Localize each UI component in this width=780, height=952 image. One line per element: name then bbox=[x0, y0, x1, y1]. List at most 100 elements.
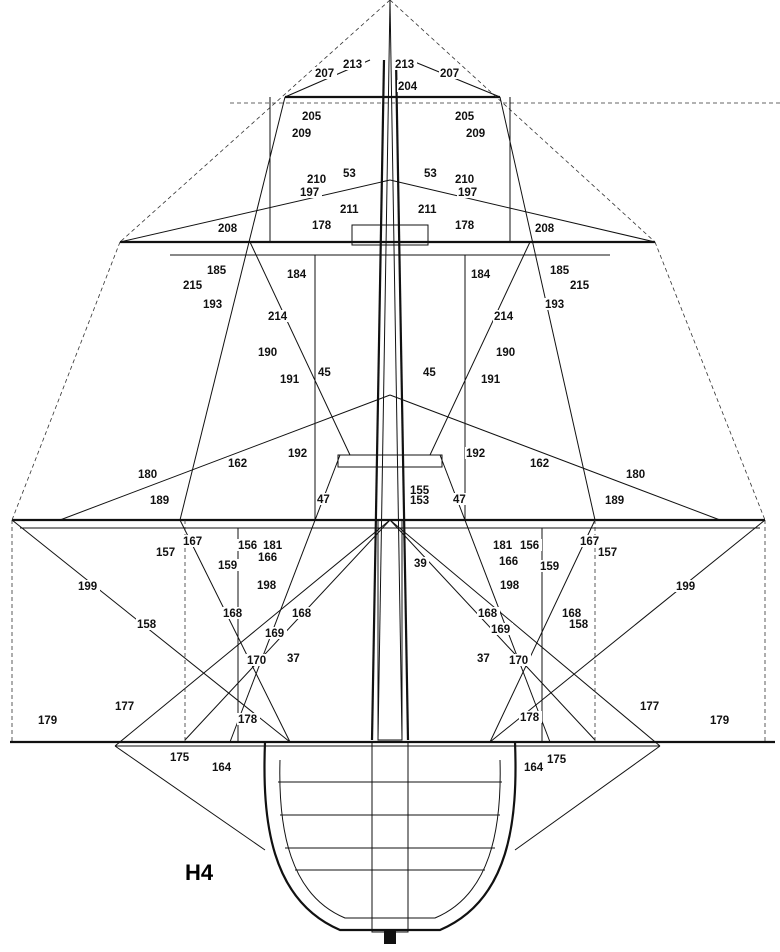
callout-label-bg bbox=[476, 652, 492, 664]
callout-label-bg bbox=[539, 560, 562, 572]
callout-label: 169 bbox=[265, 628, 284, 640]
callout-label-bg bbox=[454, 219, 477, 231]
callout-label-bg bbox=[490, 623, 513, 635]
callout-label-bg bbox=[409, 484, 432, 496]
callout-label: 190 bbox=[496, 347, 515, 359]
callout-label-bg bbox=[523, 761, 546, 773]
callout-label: 215 bbox=[183, 280, 203, 292]
callout-label: 166 bbox=[499, 556, 518, 568]
callout-label-bg bbox=[262, 539, 285, 551]
callout-label-bg bbox=[217, 222, 240, 234]
callout-label-bg bbox=[286, 652, 302, 664]
callout-label-bg bbox=[493, 310, 516, 322]
callout-label: 167 bbox=[580, 536, 599, 548]
callout-label: 199 bbox=[676, 581, 695, 593]
callout-label: 177 bbox=[115, 701, 134, 713]
callout-label: 197 bbox=[300, 187, 319, 199]
callout-label: 47 bbox=[317, 494, 330, 506]
callout-label-bg bbox=[492, 539, 515, 551]
callout-label: 156 bbox=[238, 540, 257, 552]
callout-label-bg bbox=[299, 186, 322, 198]
callout-label-bg bbox=[422, 366, 438, 378]
callout-label-bg bbox=[470, 268, 493, 280]
callout-label-bg bbox=[454, 173, 477, 185]
callout-label: 168 bbox=[292, 608, 312, 620]
callout-label-bg bbox=[137, 468, 160, 480]
callout-label-bg bbox=[291, 127, 314, 139]
callout-label: 162 bbox=[228, 458, 247, 470]
callout-label: 168 bbox=[562, 608, 582, 620]
callout-label: 45 bbox=[423, 367, 436, 379]
callout-label-bg bbox=[246, 654, 269, 666]
callout-label-bg bbox=[604, 494, 627, 506]
callout-label: 153 bbox=[410, 495, 429, 507]
callout-label: 177 bbox=[640, 701, 659, 713]
callout-label-bg bbox=[114, 700, 137, 712]
callout-label: 209 bbox=[466, 128, 485, 140]
callout-label: 170 bbox=[247, 655, 266, 667]
callout-label: 197 bbox=[458, 187, 477, 199]
callout-label: 158 bbox=[569, 619, 589, 631]
callout-label-bg bbox=[257, 551, 280, 563]
callout-label: 179 bbox=[710, 715, 729, 727]
callout-label: 180 bbox=[138, 469, 157, 481]
callout-label: 199 bbox=[78, 581, 97, 593]
callout-label: 157 bbox=[156, 547, 175, 559]
callout-label: 192 bbox=[288, 448, 307, 460]
callout-label-bg bbox=[452, 493, 468, 505]
callout-label: 178 bbox=[312, 220, 332, 232]
callout-label: 53 bbox=[424, 168, 437, 180]
callout-label: 181 bbox=[263, 540, 283, 552]
callout-label: 198 bbox=[500, 580, 520, 592]
callout-label: 178 bbox=[455, 220, 475, 232]
callout-label: 192 bbox=[466, 448, 485, 460]
callout-label: 158 bbox=[137, 619, 157, 631]
callout-label-bg bbox=[279, 373, 302, 385]
callout-label-bg bbox=[709, 714, 732, 726]
callout-label: 169 bbox=[491, 624, 510, 636]
callout-label: 184 bbox=[471, 269, 491, 281]
callout-label-bg bbox=[264, 627, 287, 639]
callout-label: 47 bbox=[453, 494, 466, 506]
callout-label-bg bbox=[569, 279, 592, 291]
callout-label: 164 bbox=[212, 762, 232, 774]
callout-label: 45 bbox=[318, 367, 331, 379]
callout-label-bg bbox=[508, 654, 531, 666]
callout-label-bg bbox=[267, 310, 290, 322]
callout-label: 205 bbox=[302, 111, 322, 123]
callout-label: 189 bbox=[605, 495, 624, 507]
callout-label-bg bbox=[675, 580, 698, 592]
callout-label-bg bbox=[149, 494, 172, 506]
callout-label-bg bbox=[222, 607, 245, 619]
callout-label-bg bbox=[397, 80, 420, 92]
callout-label: 207 bbox=[440, 68, 459, 80]
callout-label-bg bbox=[639, 700, 662, 712]
callout-label: 168 bbox=[223, 608, 243, 620]
callout-label: 207 bbox=[315, 68, 334, 80]
callout-label-bg bbox=[182, 535, 205, 547]
callout-label: 205 bbox=[455, 111, 475, 123]
callout-label-bg bbox=[316, 493, 332, 505]
callout-label: 179 bbox=[38, 715, 57, 727]
callout-label-bg bbox=[495, 346, 518, 358]
callout-label-bg bbox=[529, 457, 552, 469]
callout-label-bg bbox=[217, 559, 240, 571]
callout-label: 191 bbox=[481, 374, 501, 386]
callout-label: 39 bbox=[414, 558, 427, 570]
callout-label: 185 bbox=[550, 265, 570, 277]
callout-label: 214 bbox=[268, 311, 288, 323]
callout-label: 170 bbox=[509, 655, 528, 667]
callout-label-bg bbox=[256, 579, 279, 591]
callout-label: 159 bbox=[540, 561, 559, 573]
callout-label-bg bbox=[457, 186, 480, 198]
callout-label: 204 bbox=[398, 81, 418, 93]
callout-label-bg bbox=[465, 127, 488, 139]
callout-label: 175 bbox=[170, 752, 190, 764]
callout-label: 156 bbox=[520, 540, 539, 552]
callout-label: 213 bbox=[343, 59, 362, 71]
callout-label: 185 bbox=[207, 265, 227, 277]
callout-label-bg bbox=[182, 279, 205, 291]
callout-label-bg bbox=[306, 173, 329, 185]
callout-label-bg bbox=[342, 167, 358, 179]
callout-label: 178 bbox=[520, 712, 540, 724]
